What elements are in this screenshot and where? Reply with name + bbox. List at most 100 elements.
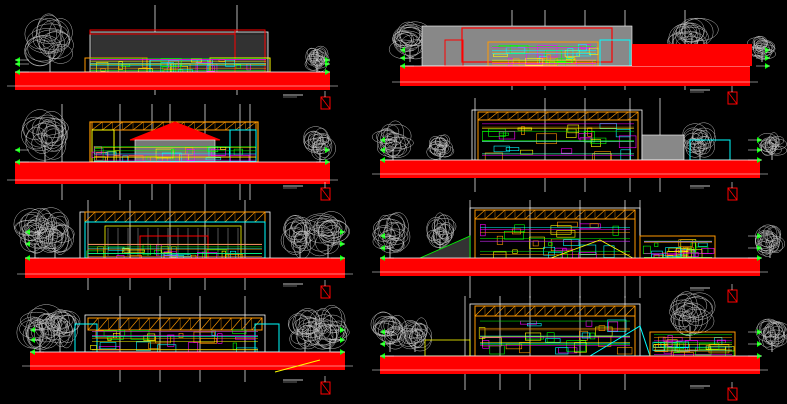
north-box: [727, 91, 738, 105]
ground-band: [25, 258, 345, 278]
truss-diagonal: [474, 305, 486, 317]
truss-diagonal: [104, 211, 116, 223]
rear-volume: [421, 25, 633, 67]
tree-foliage: [669, 302, 701, 322]
detail-block: [155, 148, 174, 159]
tree: [305, 304, 350, 352]
truss-diagonal: [564, 209, 576, 220]
level-marker: [380, 233, 394, 239]
truss-diagonal: [504, 209, 516, 220]
level-marker: [756, 63, 770, 69]
ground-band: [15, 162, 330, 184]
truss-diagonal: [159, 317, 171, 331]
detail-block: [507, 58, 513, 66]
north-diagonal: [727, 187, 738, 201]
detail-block: [567, 124, 579, 134]
annex-mass: [641, 134, 685, 161]
tree-foliage: [428, 228, 449, 248]
sheet-right-1-facade: [388, 10, 776, 105]
tree-foliage: [672, 305, 699, 335]
north-box: [320, 96, 331, 110]
north-symbol: [727, 284, 738, 303]
tree-foliage: [403, 322, 423, 345]
detail-block: [655, 344, 669, 352]
tree-foliage: [41, 314, 68, 341]
level-marker: [380, 341, 394, 347]
level-marker: [331, 241, 345, 247]
level-marker: [15, 147, 29, 153]
level-marker: [748, 245, 762, 251]
level-marker: [331, 337, 345, 343]
tree-foliage: [51, 215, 69, 235]
level-marker: [400, 47, 414, 53]
sheet-title-block: [283, 91, 331, 110]
detail-block: [690, 242, 696, 254]
detail-block: [581, 332, 590, 339]
tree-foliage: [389, 238, 405, 253]
detail-block: [107, 336, 124, 340]
detail-block: [618, 135, 637, 149]
tree-foliage: [51, 224, 69, 255]
detail-block: [695, 347, 712, 356]
tree: [303, 126, 336, 162]
tree-foliage: [755, 40, 776, 54]
north-diagonal: [320, 381, 331, 395]
detail-block: [478, 327, 486, 339]
drawing-layer: [7, 5, 787, 401]
tree-foliage: [431, 231, 450, 248]
truss-diagonal: [614, 305, 626, 317]
tree-foliage: [46, 315, 62, 332]
tree-foliage: [405, 328, 419, 346]
level-marker: [748, 329, 762, 335]
tree-foliage: [294, 223, 309, 242]
tree-foliage: [674, 303, 703, 336]
level-marker: [15, 69, 29, 75]
tree: [304, 45, 330, 72]
tree-foliage: [314, 325, 334, 346]
detail-block: [583, 131, 595, 143]
tree-foliage: [754, 38, 768, 49]
detail-block: [557, 221, 578, 228]
sheet-left-2-roof-section: [7, 104, 338, 201]
truss-diagonal: [179, 317, 191, 331]
north-symbol: [320, 182, 331, 201]
roof-truss: [477, 111, 639, 121]
truss-diagonal: [517, 111, 529, 121]
tree-foliage: [323, 325, 344, 343]
north-symbol: [727, 86, 738, 105]
detail-block: [574, 342, 587, 353]
ground-band: [380, 356, 760, 374]
truss-diagonal: [537, 111, 549, 121]
tree: [682, 122, 716, 160]
truss-diagonal: [204, 211, 216, 223]
tree-foliage: [770, 145, 782, 155]
truss-diagonal: [220, 317, 232, 331]
truss-diagonal: [184, 211, 196, 223]
north-box: [727, 187, 738, 201]
tree-foliage: [289, 328, 312, 350]
tree-foliage: [41, 124, 68, 146]
tree-foliage: [426, 217, 446, 241]
sheet-left-1-facade: [7, 5, 338, 110]
truss-diagonal: [534, 305, 546, 317]
interior-detail: [478, 319, 633, 355]
tree-foliage: [759, 233, 778, 248]
tree-foliage: [33, 29, 70, 52]
tree-foliage: [764, 323, 784, 346]
detail-block: [612, 225, 619, 236]
sheet-title-block: [690, 86, 738, 105]
tree-foliage: [683, 292, 716, 320]
truss-diagonal: [607, 111, 619, 121]
truss-diagonal: [108, 317, 119, 331]
detail-block: [556, 230, 576, 238]
tree-foliage: [385, 136, 411, 158]
truss-diagonal: [244, 211, 256, 223]
sheet-title-block: [283, 376, 331, 395]
truss-diagonal: [534, 209, 546, 220]
level-marker: [400, 63, 414, 69]
tree-foliage: [26, 28, 71, 54]
level-marker: [15, 57, 29, 63]
tree-foliage: [758, 232, 773, 251]
tree-foliage: [314, 307, 332, 335]
tree-foliage: [764, 137, 778, 153]
